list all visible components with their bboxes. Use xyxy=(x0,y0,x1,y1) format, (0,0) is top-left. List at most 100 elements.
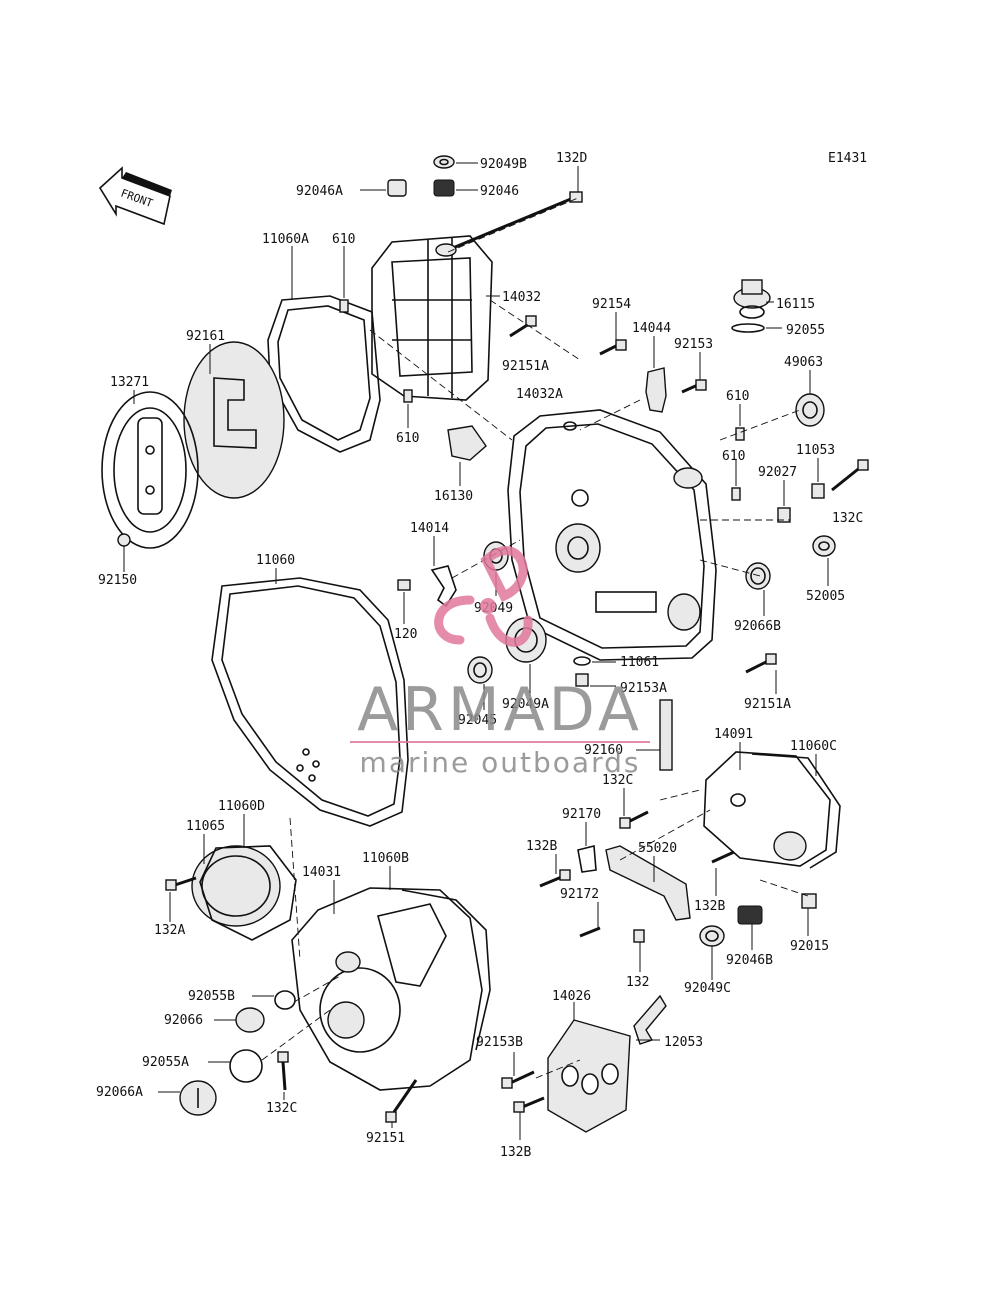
part-label[interactable]: 92153 xyxy=(674,337,713,352)
o-ring-92055A-part xyxy=(229,1049,263,1083)
part-label[interactable]: 610 xyxy=(332,232,355,247)
front-arrow-icon: FRONT xyxy=(98,166,172,226)
part-label[interactable]: 11060C xyxy=(790,739,837,754)
part-label[interactable]: 92015 xyxy=(790,939,829,954)
part-label[interactable]: 92172 xyxy=(560,887,599,902)
part-label[interactable]: 55020 xyxy=(638,841,677,856)
part-label[interactable]: 132 xyxy=(626,975,649,990)
nut-92049B-part xyxy=(433,155,455,169)
part-label[interactable]: 16130 xyxy=(434,489,473,504)
seal-49063-part xyxy=(795,393,825,427)
part-label[interactable]: 132B xyxy=(500,1145,531,1160)
part-label[interactable]: 92027 xyxy=(758,465,797,480)
part-label[interactable]: 92066B xyxy=(734,619,781,634)
bolt-92153-part xyxy=(681,379,707,394)
seal-92049C-part xyxy=(699,925,725,947)
part-label[interactable]: 132A xyxy=(154,923,185,938)
bolt-132C-part xyxy=(831,459,869,492)
part-label[interactable]: 92151A xyxy=(744,697,791,712)
screen-16130-part xyxy=(447,425,487,461)
part-label[interactable]: 92170 xyxy=(562,807,601,822)
bolt-92153B-part xyxy=(501,1070,535,1089)
part-label[interactable]: 92049C xyxy=(684,981,731,996)
part-label[interactable]: 92055 xyxy=(786,323,825,338)
part-label[interactable]: 14026 xyxy=(552,989,591,1004)
cover-11065-part xyxy=(191,845,281,927)
seal-92045-part xyxy=(467,656,493,684)
part-label[interactable]: 92049B xyxy=(480,157,527,172)
part-label[interactable]: 92151A xyxy=(502,359,549,374)
dowel-pin-610-part xyxy=(339,299,413,403)
part-label[interactable]: 610 xyxy=(722,449,745,464)
bolt-92150-part xyxy=(117,533,131,547)
cover-14026-part xyxy=(547,1019,631,1133)
ring-92066B-part xyxy=(745,562,771,590)
leader-lines xyxy=(123,162,829,1140)
part-label[interactable]: 11060 xyxy=(256,553,295,568)
lever-14044-part xyxy=(645,367,667,413)
part-label[interactable]: 13271 xyxy=(110,375,149,390)
part-label[interactable]: 92154 xyxy=(592,297,631,312)
part-label[interactable]: 92153B xyxy=(476,1035,523,1050)
bolt-92151A-part xyxy=(509,315,537,338)
plug-92066-part xyxy=(235,1007,265,1033)
part-label[interactable]: 92066 xyxy=(164,1013,203,1028)
part-label[interactable]: 16115 xyxy=(776,297,815,312)
part-label[interactable]: 11061 xyxy=(620,655,659,670)
part-label[interactable]: 14091 xyxy=(714,727,753,742)
part-label[interactable]: 92161 xyxy=(186,329,225,344)
part-label[interactable]: 49063 xyxy=(784,355,823,370)
lever-12053-part xyxy=(633,994,667,1045)
part-label[interactable]: 92055B xyxy=(188,989,235,1004)
bolt-92151-part xyxy=(385,1079,418,1123)
cover-14091-part xyxy=(703,751,831,867)
part-label[interactable]: 12053 xyxy=(664,1035,703,1050)
part-label[interactable]: 132C xyxy=(266,1101,297,1116)
part-label[interactable]: 132C xyxy=(832,511,863,526)
part-label[interactable]: 11060A xyxy=(262,232,309,247)
part-label[interactable]: 14032 xyxy=(502,290,541,305)
part-label[interactable]: 92046B xyxy=(726,953,773,968)
part-label[interactable]: 92055A xyxy=(142,1055,189,1070)
part-label[interactable]: 92045 xyxy=(458,713,497,728)
oil-filler-cap-16115-part xyxy=(733,279,771,319)
washer-11061-part xyxy=(573,656,591,666)
part-label[interactable]: 132B xyxy=(526,839,557,854)
part-label[interactable]: 132C xyxy=(602,773,633,788)
part-label[interactable]: 14014 xyxy=(410,521,449,536)
part-label[interactable]: 92066A xyxy=(96,1085,143,1100)
watermark-tagline: marine outboards xyxy=(360,746,641,779)
part-label[interactable]: 132B xyxy=(694,899,725,914)
bolt-92151A-right-part xyxy=(745,653,777,674)
part-label[interactable]: 120 xyxy=(394,627,417,642)
part-label[interactable]: 92151 xyxy=(366,1131,405,1146)
part-label[interactable]: 92150 xyxy=(98,573,137,588)
nut-11053-part xyxy=(811,483,825,499)
gasket-11060B-part xyxy=(401,889,491,1051)
pipe-92160-part xyxy=(659,699,673,771)
part-label[interactable]: 11053 xyxy=(796,443,835,458)
cover-14031-part xyxy=(291,887,483,1091)
bolt-132B-part xyxy=(539,869,571,888)
part-label[interactable]: 11060B xyxy=(362,851,409,866)
part-label[interactable]: 92046A xyxy=(296,184,343,199)
part-label[interactable]: 14044 xyxy=(632,321,671,336)
part-label[interactable]: 14031 xyxy=(302,865,341,880)
gasket-11060C-part xyxy=(751,753,841,869)
part-label[interactable]: 92049A xyxy=(502,697,549,712)
part-label[interactable]: 11060D xyxy=(218,799,265,814)
bolt-132C-mid-part xyxy=(619,810,649,829)
part-label[interactable]: 92046 xyxy=(480,184,519,199)
part-label[interactable]: 92153A xyxy=(620,681,667,696)
collar-92027-part xyxy=(777,507,791,523)
propeller-logo-icon xyxy=(434,546,533,647)
part-label[interactable]: 52005 xyxy=(806,589,845,604)
part-label[interactable]: 132D xyxy=(556,151,587,166)
part-label[interactable]: 610 xyxy=(396,431,419,446)
collar-92046A-part xyxy=(387,179,407,197)
part-label[interactable]: 14032A xyxy=(516,387,563,402)
part-label[interactable]: 11065 xyxy=(186,819,225,834)
part-label[interactable]: 610 xyxy=(726,389,749,404)
bolt-92172-part xyxy=(579,926,601,938)
part-label[interactable]: 92160 xyxy=(584,743,623,758)
